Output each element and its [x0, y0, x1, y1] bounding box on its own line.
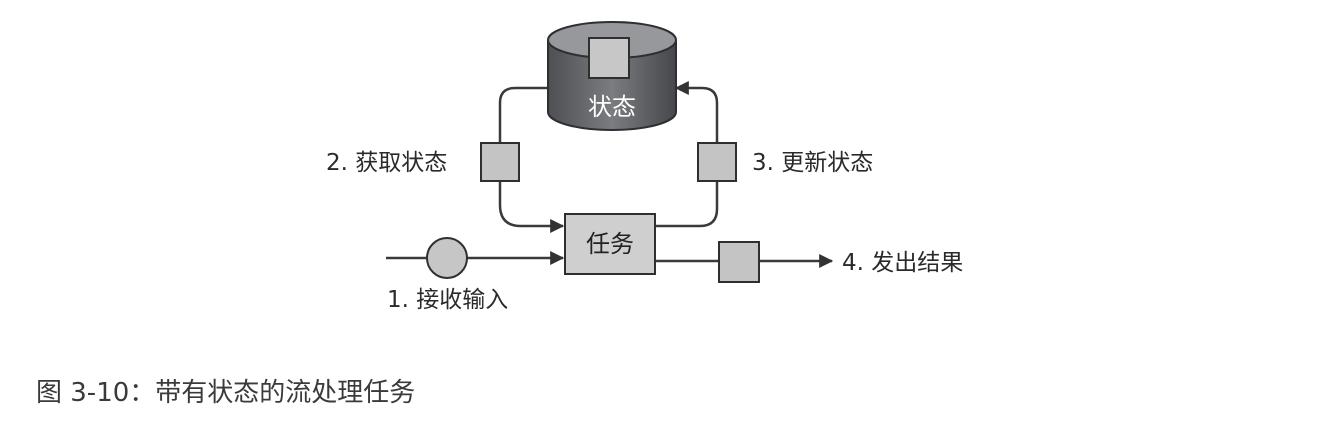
task-label: 任务 — [586, 230, 634, 258]
task-node: 任务 — [564, 213, 656, 275]
state-store-label: 状态 — [588, 93, 636, 121]
figure-caption: 图 3-10：带有状态的流处理任务 — [36, 378, 416, 408]
step-update-state-label: 3. 更新状态 — [752, 150, 873, 176]
input-event-circle — [426, 237, 468, 279]
fetched-state-record — [480, 142, 520, 182]
updated-state-record — [697, 142, 737, 182]
step-receive-input-label: 1. 接收输入 — [387, 287, 508, 313]
state-store-cylinder: 状态 — [547, 21, 677, 131]
state-record-in-store — [588, 37, 630, 79]
step-fetch-state-label: 2. 获取状态 — [326, 150, 447, 176]
output-result-record — [718, 241, 760, 283]
step-emit-result-label: 4. 发出结果 — [842, 250, 963, 276]
